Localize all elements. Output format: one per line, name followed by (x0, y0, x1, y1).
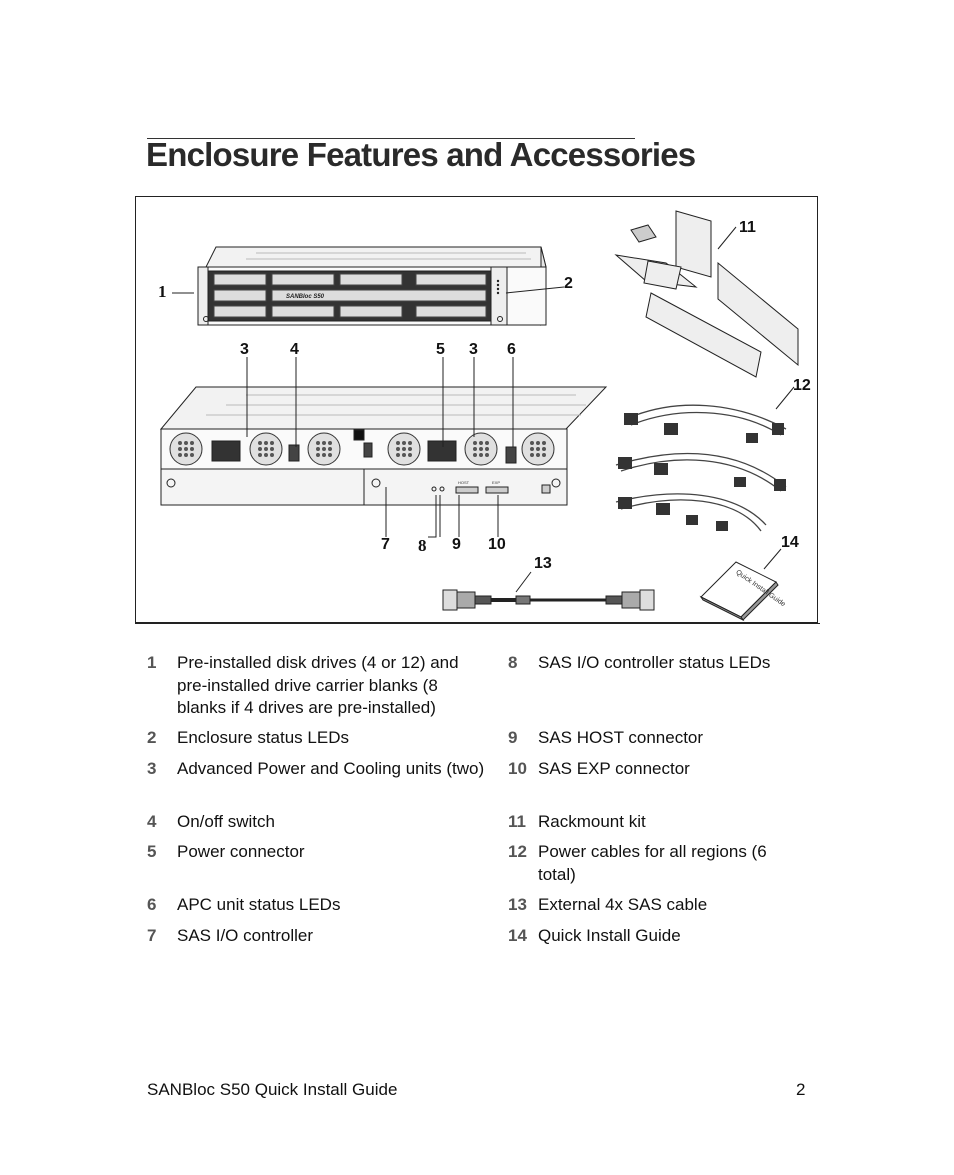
sas-cable-image (442, 589, 655, 611)
rear-enclosure-image: HOST EXP (159, 386, 608, 506)
legend-item-10: 10 SAS EXP connector (508, 758, 808, 781)
port-exp-label: EXP (492, 480, 500, 485)
callout-6: 6 (507, 341, 516, 358)
callout-3a: 3 (240, 341, 249, 358)
legend-number: 13 (508, 895, 527, 914)
figure-bottom-rule (135, 623, 820, 624)
enclosure-illustration: SANBloc S50 (159, 210, 799, 622)
callout-4: 4 (290, 341, 299, 358)
footer-title: SANBloc S50 Quick Install Guide (147, 1080, 398, 1099)
callout-12: 12 (793, 377, 811, 394)
legend-text: SAS HOST connector (538, 728, 704, 747)
callout-11: 11 (739, 219, 756, 236)
legend-text: External 4x SAS cable (538, 895, 708, 914)
legend-number: 7 (147, 926, 157, 945)
legend-item-9: 9 SAS HOST connector (508, 727, 808, 750)
front-enclosure-image: SANBloc S50 (197, 246, 547, 326)
callout-5: 5 (436, 341, 445, 358)
legend-item-3: 3 Advanced Power and Cooling units (two) (147, 758, 487, 781)
legend-number: 5 (147, 842, 157, 861)
legend-item-8: 8 SAS I/O controller status LEDs (508, 652, 808, 675)
callout-1: 1 (158, 282, 167, 301)
legend-number: 10 (508, 759, 527, 778)
title-rule (147, 138, 635, 139)
legend-text: APC unit status LEDs (177, 895, 341, 914)
legend-item-7: 7 SAS I/O controller (147, 925, 487, 948)
callout-7: 7 (381, 536, 390, 553)
page-number: 2 (796, 1080, 806, 1099)
callout-10: 10 (488, 536, 506, 553)
front-logo-text: SANBloc S50 (286, 294, 325, 300)
legend-number: 6 (147, 895, 157, 914)
legend-number: 12 (508, 842, 527, 861)
legend-number: 14 (508, 926, 527, 945)
legend-item-11: 11 Rackmount kit (508, 811, 808, 834)
legend-text: Enclosure status LEDs (177, 728, 349, 747)
legend-number: 2 (147, 728, 157, 747)
legend-number: 4 (147, 812, 157, 831)
page-title: Enclosure Features and Accessories (146, 136, 696, 173)
callout-3b: 3 (469, 341, 478, 358)
callout-2: 2 (564, 275, 573, 292)
callout-8: 8 (418, 536, 427, 555)
rackmount-kit-image (614, 210, 799, 378)
legend-item-2: 2 Enclosure status LEDs (147, 727, 487, 750)
legend-text: Pre-installed disk drives (4 or 12) and … (177, 653, 459, 717)
quick-install-guide-image: Quick Install Guide (699, 561, 787, 622)
legend-text: Advanced Power and Cooling units (two) (177, 759, 485, 778)
legend-item-12: 12 Power cables for all regions (6 total… (508, 841, 808, 886)
callout-14: 14 (781, 534, 799, 551)
legend-text: On/off switch (177, 812, 275, 831)
legend-item-1: 1 Pre-installed disk drives (4 or 12) an… (147, 652, 487, 720)
legend-number: 3 (147, 759, 157, 778)
legend-item-4: 4 On/off switch (147, 811, 487, 834)
callout-9: 9 (452, 536, 461, 553)
callout-leader-lines (172, 226, 795, 593)
legend-number: 8 (508, 653, 518, 672)
legend-text: Rackmount kit (538, 812, 646, 831)
legend-item-6: 6 APC unit status LEDs (147, 894, 487, 917)
legend-text: SAS EXP connector (538, 759, 690, 778)
legend-item-13: 13 External 4x SAS cable (508, 894, 808, 917)
legend-number: 9 (508, 728, 518, 747)
legend-number: 11 (508, 812, 526, 831)
legend-text: SAS I/O controller status LEDs (538, 653, 771, 672)
legend-item-14: 14 Quick Install Guide (508, 925, 808, 948)
legend-text: Power connector (177, 842, 305, 861)
legend-text: SAS I/O controller (177, 926, 314, 945)
power-cables-image (615, 404, 787, 532)
enclosure-figure: SANBloc S50 (135, 196, 818, 623)
legend-number: 1 (147, 653, 157, 672)
legend-text: Power cables for all regions (6 total) (538, 842, 767, 884)
callout-13: 13 (534, 555, 552, 572)
port-host-label: HOST (458, 480, 470, 485)
legend-text: Quick Install Guide (538, 926, 681, 945)
legend-item-5: 5 Power connector (147, 841, 487, 864)
